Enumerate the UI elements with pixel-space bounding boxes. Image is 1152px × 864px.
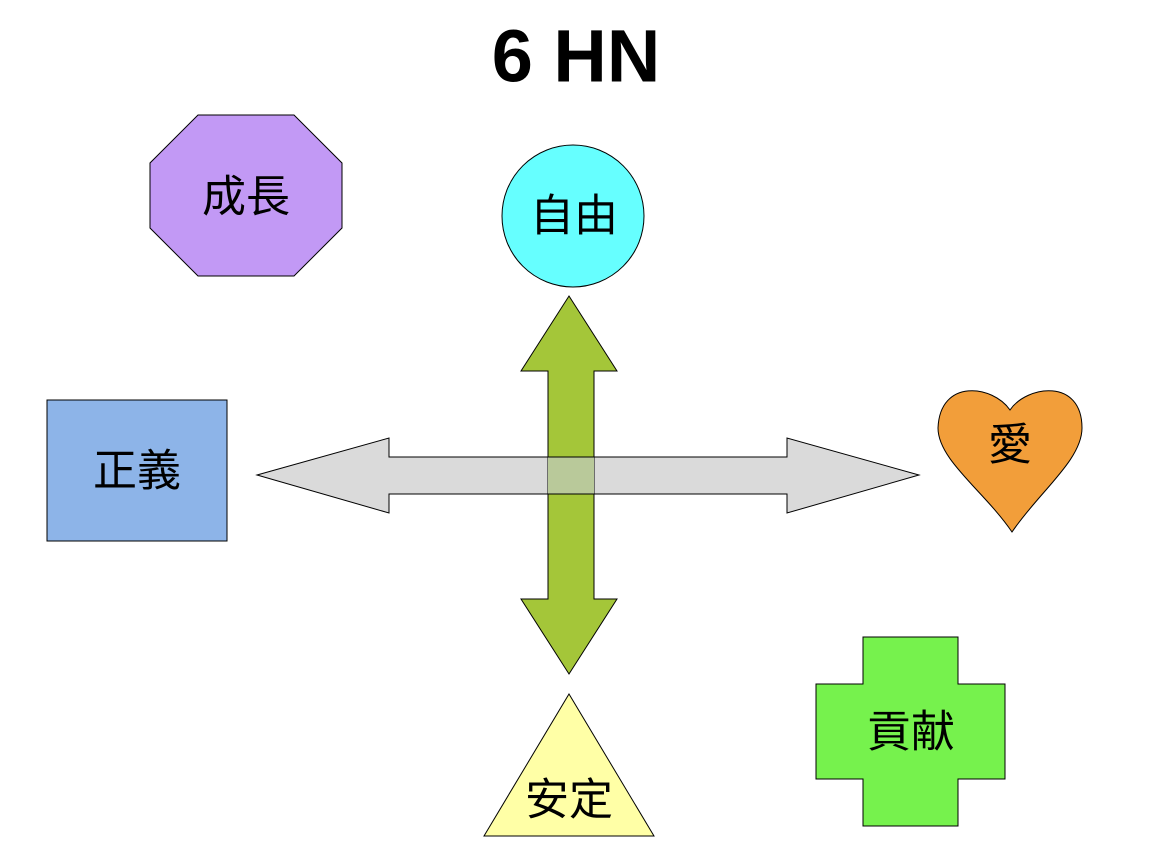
arrow-crossing-overlap — [548, 457, 594, 494]
justice-label: 正義 — [93, 446, 181, 497]
contribution-label: 貢献 — [867, 707, 955, 758]
love-label: 愛 — [988, 420, 1032, 471]
stability-label: 安定 — [525, 775, 613, 826]
love-heart — [937, 390, 1083, 533]
stability-triangle — [483, 693, 655, 837]
growth-octagon — [149, 114, 343, 277]
contribution-shape: 貢献 — [815, 636, 1006, 827]
freedom-label: 自由 — [530, 191, 618, 242]
growth-label: 成長 — [202, 172, 290, 223]
freedom-shape: 自由 — [501, 144, 645, 288]
justice-shape: 正義 — [46, 399, 228, 542]
stability-shape: 安定 — [483, 693, 655, 837]
freedom-circle — [501, 144, 645, 288]
diagram-title: 6 HN — [492, 15, 661, 98]
justice-rectangle — [46, 399, 228, 542]
contribution-cross — [815, 636, 1006, 827]
growth-shape: 成長 — [149, 114, 343, 277]
love-shape: 愛 — [937, 390, 1083, 533]
